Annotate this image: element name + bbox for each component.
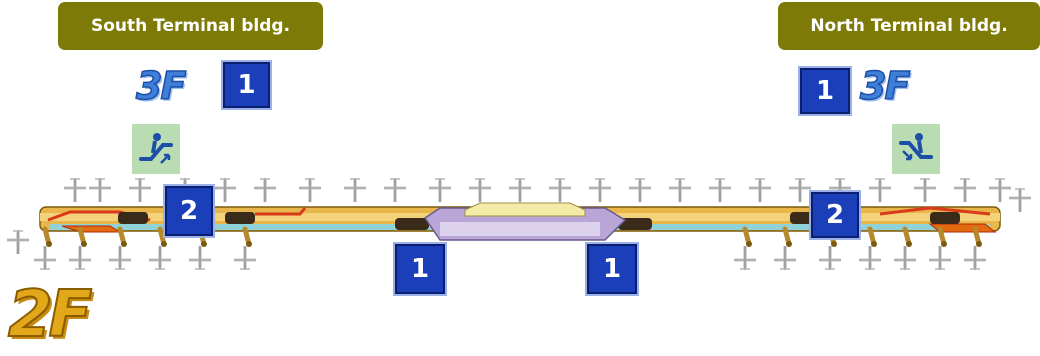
jet-bridge-end: [941, 241, 947, 247]
aircraft-icon: [344, 178, 366, 202]
aircraft-icon: [669, 178, 691, 202]
aircraft-icon: [589, 178, 611, 202]
aircraft-icon: [954, 178, 976, 202]
jet-bridge-end: [786, 241, 792, 247]
aircraft-layer: [7, 178, 1031, 270]
jet-bridge-end: [831, 241, 837, 247]
jet-bridge-end: [81, 241, 87, 247]
aircraft-icon: [629, 178, 651, 202]
aircraft-icon: [964, 246, 986, 270]
marker-center-left[interactable]: 1: [393, 242, 447, 296]
jet-bridge-end: [906, 241, 912, 247]
aircraft-icon: [189, 246, 211, 270]
aircraft-icon: [214, 178, 236, 202]
jet-bridge-end: [161, 241, 167, 247]
floor-2f-label: 2F: [7, 278, 93, 352]
aircraft-icon: [69, 246, 91, 270]
jet-bridge-end: [976, 241, 982, 247]
aircraft-icon: [299, 178, 321, 202]
jet-bridge-end: [46, 241, 52, 247]
aircraft-icon: [989, 178, 1011, 202]
aircraft-icon: [929, 246, 951, 270]
aircraft-icon: [859, 246, 881, 270]
south-terminal-label-text: South Terminal bldg.: [90, 16, 291, 36]
aircraft-icon: [789, 178, 811, 202]
aircraft-icon: [774, 246, 796, 270]
aircraft-icon: [914, 178, 936, 202]
marker-south-3f[interactable]: 1: [221, 60, 272, 110]
aircraft-icon: [894, 246, 916, 270]
marker-north-2f[interactable]: 2: [809, 190, 861, 240]
aircraft-icon: [89, 178, 111, 202]
jet-bridge-end: [201, 241, 207, 247]
escalator-down-icon[interactable]: [892, 124, 940, 174]
jet-bridge-end: [121, 241, 127, 247]
south-terminal-label: South Terminal bldg.: [58, 2, 323, 50]
aircraft-icon: [869, 178, 891, 202]
escalator-up-icon[interactable]: [132, 124, 180, 174]
marker-north-3f[interactable]: 1: [798, 66, 852, 116]
jet-bridges: [42, 226, 982, 247]
aircraft-icon: [34, 246, 56, 270]
marker-south-2f[interactable]: 2: [163, 184, 215, 238]
aircraft-icon: [819, 246, 841, 270]
aircraft-icon: [749, 178, 771, 202]
aircraft-icon: [234, 246, 256, 270]
jet-bridge-end: [746, 241, 752, 247]
jet-bridge-end: [871, 241, 877, 247]
aircraft-icon: [109, 246, 131, 270]
aircraft-icon: [429, 178, 451, 202]
aircraft-icon: [709, 178, 731, 202]
aircraft-icon: [549, 178, 571, 202]
aircraft-icon: [384, 178, 406, 202]
aircraft-icon: [149, 246, 171, 270]
aircraft-icon: [129, 178, 151, 202]
central-hall: [423, 202, 627, 241]
north-terminal-label: North Terminal bldg.: [778, 2, 1040, 50]
aircraft-icon: [469, 178, 491, 202]
escalator-up-glyph: [139, 133, 173, 164]
north-floor-3f-label: 3F: [859, 64, 911, 108]
aircraft-icon: [64, 178, 86, 202]
marker-center-right[interactable]: 1: [585, 242, 639, 296]
aircraft-icon: [7, 230, 29, 254]
aircraft-icon: [734, 246, 756, 270]
north-terminal-label-text: North Terminal bldg.: [810, 16, 1008, 36]
escalator-down-glyph: [899, 133, 933, 161]
jet-bridge-end: [246, 241, 252, 247]
aircraft-icon: [509, 178, 531, 202]
aircraft-icon: [254, 178, 276, 202]
aircraft-icon: [1009, 188, 1031, 212]
south-floor-3f-label: 3F: [135, 64, 187, 108]
